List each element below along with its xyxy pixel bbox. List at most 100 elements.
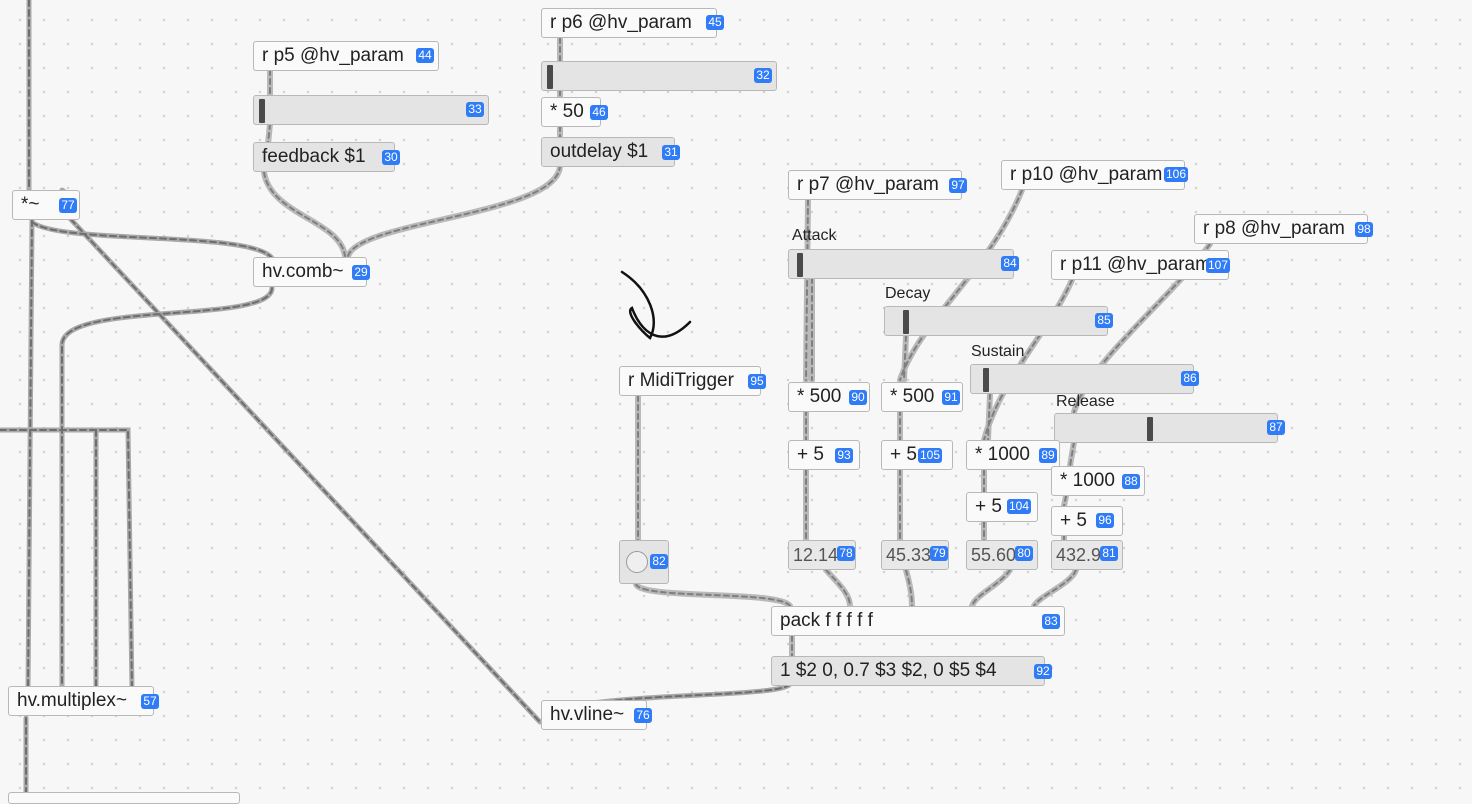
feedback-message[interactable]: feedback $1 30 xyxy=(253,142,400,172)
object-text: * 1000 xyxy=(1060,470,1115,491)
partial-object-bottom[interactable] xyxy=(8,792,240,804)
sustain-slider[interactable]: 86 xyxy=(970,364,1199,394)
slider-knob[interactable] xyxy=(259,99,265,123)
object-index-badge: 98 xyxy=(1355,222,1373,237)
object-index-badge: 89 xyxy=(1039,448,1057,463)
receive-p7-object[interactable]: r p7 @hv_param 97 xyxy=(788,170,967,200)
add-5-sustain-object[interactable]: + 5 104 xyxy=(966,492,1038,522)
pack-object[interactable]: pack f f f f f 83 xyxy=(771,606,1065,636)
add-5-release-object[interactable]: + 5 96 xyxy=(1051,506,1123,536)
multiply-500-attack-object[interactable]: * 500 90 xyxy=(788,382,870,412)
multiply-500-decay-object[interactable]: * 500 91 xyxy=(881,382,963,412)
object-index-badge: 106 xyxy=(1164,167,1189,182)
object-index-badge: 84 xyxy=(1001,256,1019,271)
object-index-badge: 83 xyxy=(1042,614,1060,629)
object-index-badge: 80 xyxy=(1015,546,1033,561)
object-text: r MidiTrigger xyxy=(628,370,734,391)
object-text: 1 $2 0, 0.7 $3 $2, 0 $5 $4 xyxy=(780,660,997,681)
number-value: 432.9 xyxy=(1056,545,1102,565)
slider-knob[interactable] xyxy=(1147,417,1153,441)
receive-p11-object[interactable]: r p11 @hv_param 107 xyxy=(1051,250,1231,280)
object-index-badge: 33 xyxy=(466,102,484,117)
slider-knob[interactable] xyxy=(797,253,803,277)
envelope-message[interactable]: 1 $2 0, 0.7 $3 $2, 0 $5 $4 92 xyxy=(771,656,1052,686)
slider-knob[interactable] xyxy=(547,65,553,89)
object-index-badge: 81 xyxy=(1100,546,1118,561)
object-index-badge: 32 xyxy=(754,68,772,83)
object-index-badge: 86 xyxy=(1181,371,1199,386)
object-text: hv.vline~ xyxy=(550,704,625,725)
object-index-badge: 31 xyxy=(662,145,680,160)
number-value: 55.60 xyxy=(971,545,1017,565)
comb-filter-object[interactable]: hv.comb~ 29 xyxy=(253,257,370,287)
number-value: 45.33 xyxy=(886,545,932,565)
signal-multiply-object[interactable]: *~ 77 xyxy=(12,190,80,220)
number-box-attack[interactable]: 12.14 78 xyxy=(788,540,856,570)
slider-knob[interactable] xyxy=(983,368,989,392)
object-index-badge: 87 xyxy=(1267,420,1285,435)
sustain-label: Sustain xyxy=(971,343,1025,360)
object-text: + 5 xyxy=(797,444,824,465)
add-5-attack-object[interactable]: + 5 93 xyxy=(788,440,860,470)
object-index-badge: 93 xyxy=(835,448,853,463)
object-index-badge: 97 xyxy=(949,178,967,193)
object-text: + 5 xyxy=(890,444,917,465)
object-text: r p7 @hv_param xyxy=(797,174,939,195)
object-text: *~ xyxy=(21,194,40,215)
object-text: r p8 @hv_param xyxy=(1203,218,1345,239)
receive-p10-object[interactable]: r p10 @hv_param 106 xyxy=(1001,160,1189,190)
release-slider[interactable]: 87 xyxy=(1054,413,1285,443)
decay-label: Decay xyxy=(885,285,931,302)
receive-p5-object[interactable]: r p5 @hv_param 44 xyxy=(253,41,439,71)
object-index-badge: 92 xyxy=(1034,664,1052,679)
object-index-badge: 46 xyxy=(590,105,608,120)
outdelay-slider[interactable]: 32 xyxy=(541,61,777,91)
object-text: r p6 @hv_param xyxy=(550,12,692,33)
outdelay-message[interactable]: outdelay $1 31 xyxy=(541,137,680,167)
object-index-badge: 77 xyxy=(59,198,77,213)
receive-miditrigger-object[interactable]: r MidiTrigger 95 xyxy=(619,366,766,396)
object-text: + 5 xyxy=(975,496,1002,517)
object-index-badge: 44 xyxy=(416,48,434,63)
number-box-decay[interactable]: 45.33 79 xyxy=(881,540,949,570)
object-text: * 1000 xyxy=(975,444,1030,465)
object-index-badge: 82 xyxy=(650,554,668,569)
object-text: r p5 @hv_param xyxy=(262,45,404,66)
bang-circle-icon[interactable] xyxy=(626,551,648,573)
feedback-slider[interactable]: 33 xyxy=(253,95,489,125)
multiply-1000-sustain-object[interactable]: * 1000 89 xyxy=(966,440,1060,470)
object-index-badge: 105 xyxy=(918,448,943,463)
slider-knob[interactable] xyxy=(903,310,909,334)
decay-slider[interactable]: 85 xyxy=(884,306,1113,336)
object-text: hv.multiplex~ xyxy=(17,690,128,711)
object-index-badge: 29 xyxy=(352,265,370,280)
vline-object[interactable]: hv.vline~ 76 xyxy=(541,700,652,730)
add-5-decay-object[interactable]: + 5 105 xyxy=(881,440,953,470)
number-box-sustain[interactable]: 55.60 80 xyxy=(966,540,1038,570)
object-text: outdelay $1 xyxy=(550,141,649,162)
object-index-badge: 104 xyxy=(1007,499,1032,514)
number-box-release[interactable]: 432.9 81 xyxy=(1051,540,1123,570)
multiply-1000-release-object[interactable]: * 1000 88 xyxy=(1051,466,1145,496)
attack-slider[interactable]: 84 xyxy=(788,249,1019,279)
object-text: r p10 @hv_param xyxy=(1010,164,1163,185)
object-index-badge: 107 xyxy=(1206,258,1231,273)
object-text: feedback $1 xyxy=(262,146,366,167)
pen-scribble xyxy=(620,270,692,340)
receive-p6-object[interactable]: r p6 @hv_param 45 xyxy=(541,8,724,38)
object-text: pack f f f f f xyxy=(780,610,873,631)
object-text: + 5 xyxy=(1060,510,1087,531)
object-index-badge: 57 xyxy=(141,694,159,709)
object-text: * 50 xyxy=(550,101,584,122)
receive-p8-object[interactable]: r p8 @hv_param 98 xyxy=(1194,214,1373,244)
object-index-badge: 96 xyxy=(1096,513,1114,528)
multiply-50-object[interactable]: * 50 46 xyxy=(541,97,608,127)
object-text: hv.comb~ xyxy=(262,261,344,282)
bang-button[interactable]: 82 xyxy=(619,540,669,584)
attack-label: Attack xyxy=(792,227,837,244)
object-index-badge: 30 xyxy=(382,150,400,165)
object-text: * 500 xyxy=(797,386,842,407)
multiplex-object[interactable]: hv.multiplex~ 57 xyxy=(8,686,159,716)
object-index-badge: 91 xyxy=(942,390,960,405)
